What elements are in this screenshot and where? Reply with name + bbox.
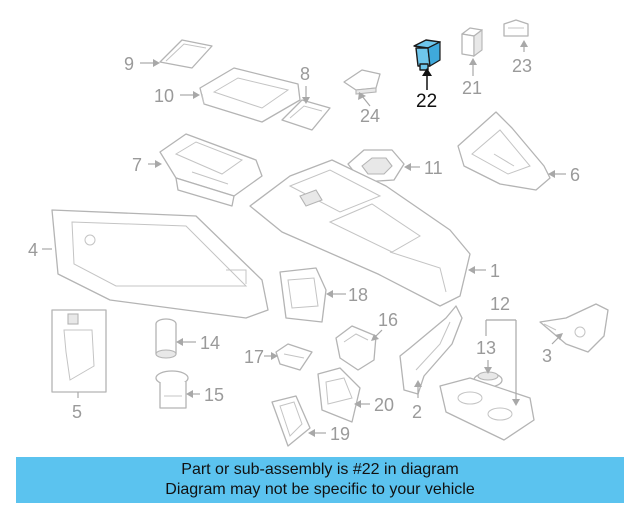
part-2 bbox=[399, 305, 463, 395]
callout-19: 19 bbox=[330, 424, 350, 444]
callout-14: 14 bbox=[200, 333, 220, 353]
banner-line-1: Part or sub-assembly is #22 in diagram bbox=[181, 461, 459, 478]
callout-20: 20 bbox=[374, 395, 394, 415]
part-4 bbox=[51, 209, 269, 319]
part-18 bbox=[279, 267, 327, 323]
callout-22: 22 bbox=[416, 91, 437, 112]
part-7 bbox=[159, 133, 263, 207]
callout-8: 8 bbox=[300, 64, 310, 84]
part-16 bbox=[335, 325, 377, 371]
banner-line-2: Diagram may not be specific to your vehi… bbox=[165, 481, 475, 498]
part-10 bbox=[199, 67, 301, 123]
callout-15: 15 bbox=[204, 385, 224, 405]
part-12 bbox=[439, 377, 535, 441]
callout-6: 6 bbox=[570, 165, 580, 185]
part-3 bbox=[539, 303, 609, 353]
part-21 bbox=[461, 27, 483, 58]
part-1 bbox=[249, 159, 471, 307]
callout-13: 13 bbox=[476, 338, 496, 358]
part-19 bbox=[271, 395, 311, 447]
part-22 bbox=[413, 39, 441, 71]
callout-21: 21 bbox=[462, 78, 482, 98]
part-15 bbox=[155, 370, 189, 409]
callout-2: 2 bbox=[412, 402, 422, 422]
info-banner: Part or sub-assembly is #22 in diagram D… bbox=[16, 457, 624, 503]
part-23 bbox=[503, 19, 529, 37]
callout-17: 17 bbox=[244, 347, 264, 367]
part-20 bbox=[317, 367, 361, 423]
part-17 bbox=[275, 343, 313, 371]
callout-4: 4 bbox=[28, 240, 38, 260]
callout-18: 18 bbox=[348, 285, 368, 305]
parts-diagram: 9 10 8 24 22 21 23 7 11 6 4 1 18 5 14 15… bbox=[28, 19, 609, 447]
callout-12: 12 bbox=[490, 294, 510, 314]
callout-24: 24 bbox=[360, 106, 380, 126]
callout-3: 3 bbox=[542, 346, 552, 366]
part-9 bbox=[159, 39, 213, 69]
callout-10: 10 bbox=[154, 86, 174, 106]
callout-23: 23 bbox=[512, 56, 532, 76]
callout-16: 16 bbox=[378, 310, 398, 330]
part-8 bbox=[281, 99, 331, 131]
callout-7: 7 bbox=[132, 155, 142, 175]
part-14 bbox=[155, 318, 177, 359]
callout-5: 5 bbox=[72, 402, 82, 422]
part-6 bbox=[457, 111, 551, 191]
part-5 bbox=[51, 309, 107, 393]
callout-1: 1 bbox=[490, 261, 500, 281]
callout-9: 9 bbox=[124, 54, 134, 74]
callout-11: 11 bbox=[424, 158, 443, 178]
part-24 bbox=[343, 69, 381, 95]
